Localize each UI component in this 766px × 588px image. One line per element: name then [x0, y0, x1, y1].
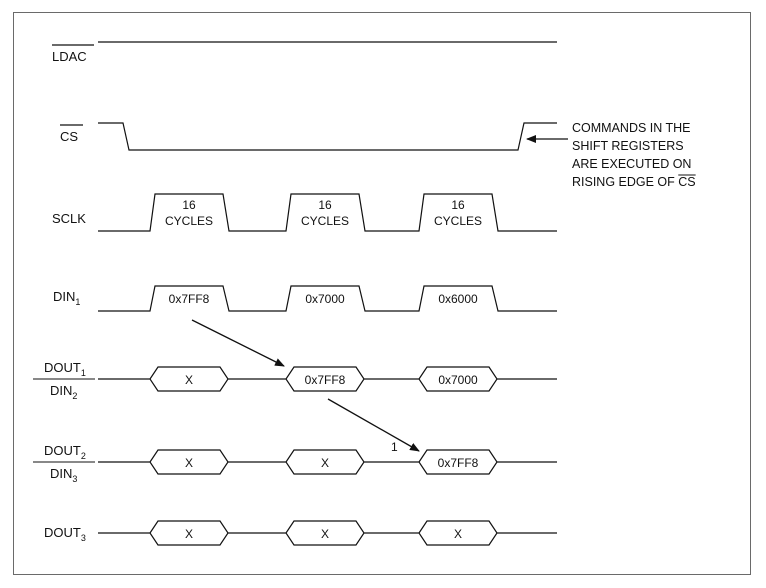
sclk-pulse-2-count: 16 [318, 198, 332, 212]
cs-waveform [98, 122, 557, 151]
note-line-3: ARE EXECUTED ON [572, 157, 691, 171]
sclk-signal: SCLK 16 CYCLES 16 CYCLES 16 CYCLES [52, 193, 557, 232]
dout3-signal: DOUT3 X X X [44, 520, 557, 546]
cs-note: COMMANDS IN THE SHIFT REGISTERS ARE EXEC… [572, 121, 696, 189]
shift-arrow-label: 1 [391, 440, 398, 454]
dout3-word-1: X [185, 527, 193, 541]
note-cs-signal: CS [678, 175, 695, 189]
din1-label: DIN1 [53, 289, 80, 307]
din1-waveform [98, 285, 557, 312]
dout2-word-3: 0x7FF8 [438, 456, 479, 470]
dout3-word-2: X [321, 527, 329, 541]
dout1-word-3: 0x7000 [438, 373, 478, 387]
sclk-pulse-2-unit: CYCLES [301, 214, 349, 228]
ldac-signal: LDAC [52, 41, 557, 64]
dout1-waveform [98, 366, 557, 392]
sclk-label: SCLK [52, 211, 86, 226]
dout1-din2-signal: DOUT1 DIN2 X 0x7FF8 0x7000 [33, 360, 557, 401]
shift-arrow-din1-to-dout1 [191, 319, 285, 367]
din2-label: DIN2 [50, 383, 77, 401]
dout1-word-1: X [185, 373, 193, 387]
dout2-word-2: X [321, 456, 329, 470]
note-line-1: COMMANDS IN THE [572, 121, 691, 135]
diagram-frame [13, 12, 751, 575]
sclk-pulse-1-count: 16 [182, 198, 196, 212]
dout1-label: DOUT1 [44, 360, 86, 378]
din1-signal: DIN1 0x7FF8 0x7000 0x6000 [53, 285, 557, 312]
din3-label: DIN3 [50, 466, 77, 484]
dout3-word-3: X [454, 527, 462, 541]
din1-word-1: 0x7FF8 [169, 292, 210, 306]
cs-signal: CS [60, 122, 568, 151]
dout2-waveform [98, 449, 557, 475]
sclk-waveform [98, 193, 557, 232]
dout3-label: DOUT3 [44, 525, 86, 543]
dout2-word-1: X [185, 456, 193, 470]
note-line-4: RISING EDGE OF CS [572, 175, 696, 189]
dout3-waveform [98, 520, 557, 546]
note-line-2: SHIFT REGISTERS [572, 139, 684, 153]
cs-label: CS [60, 129, 78, 144]
sclk-pulse-3-count: 16 [451, 198, 465, 212]
sclk-pulse-3-unit: CYCLES [434, 214, 482, 228]
ldac-label: LDAC [52, 49, 87, 64]
sclk-pulse-1-unit: CYCLES [165, 214, 213, 228]
din1-word-3: 0x6000 [438, 292, 478, 306]
dout1-word-2: 0x7FF8 [305, 373, 346, 387]
shift-arrow-dout1-to-dout2 [327, 398, 420, 452]
dout2-din3-signal: DOUT2 DIN3 X X 0x7FF8 [33, 443, 557, 484]
dout2-label: DOUT2 [44, 443, 86, 461]
din1-word-2: 0x7000 [305, 292, 345, 306]
